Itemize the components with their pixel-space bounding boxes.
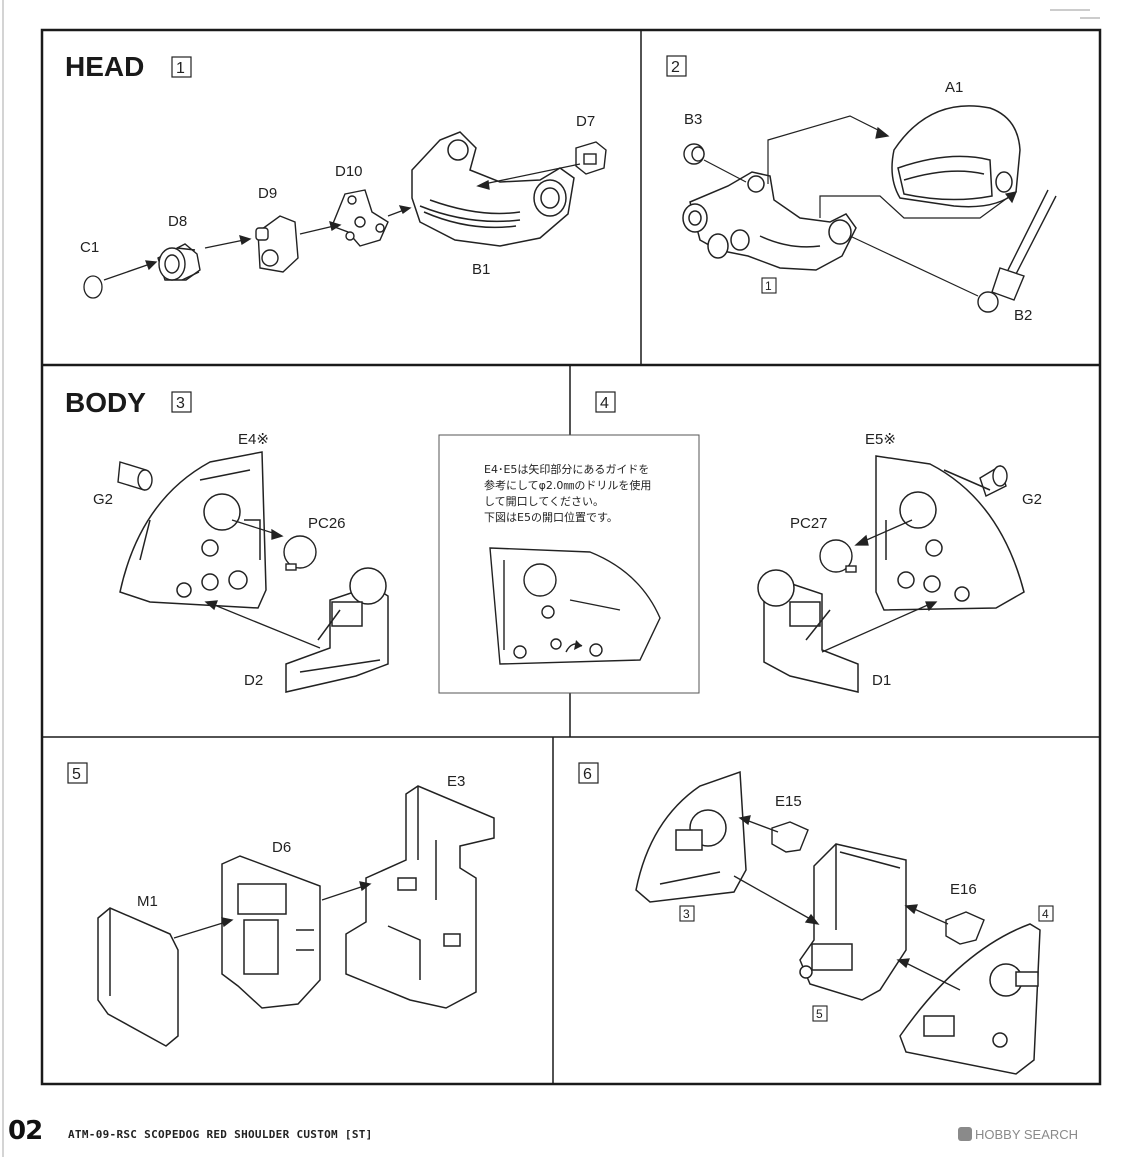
part-e5 xyxy=(875,455,1025,611)
assembly-arrows xyxy=(173,881,372,939)
label-d6: D6 xyxy=(272,839,291,856)
part-d1 xyxy=(757,569,859,693)
section-step-2: 2 B3 1 A1 xyxy=(666,55,1057,324)
part-body-right-assembly xyxy=(899,923,1041,1075)
ref-box xyxy=(679,905,695,922)
assembly-arrows xyxy=(204,519,321,649)
section-head: HEAD 1 C1 D8 D9 D10 xyxy=(65,51,607,299)
label-e5: E5※ xyxy=(865,431,896,448)
label-e16: E16 xyxy=(950,881,977,898)
section-step-4: 4 G2 E5※ PC27 D1 xyxy=(595,391,1042,693)
label-d7: D7 xyxy=(576,113,595,130)
drill-note: E4･E5は矢印部分にあるガイドを 参考にしてφ2.0㎜のドリルを使用 して開口… xyxy=(438,434,700,694)
section-body: BODY 3 G2 E4※ PC26 xyxy=(65,387,700,694)
label-d1: D1 xyxy=(872,672,891,689)
part-a1 xyxy=(891,105,1021,208)
watermark-logo-icon xyxy=(958,1127,972,1141)
step-box xyxy=(67,762,88,784)
part-b3 xyxy=(683,143,705,165)
part-pc27 xyxy=(819,539,857,573)
step-number-5: 5 xyxy=(72,766,81,783)
part-g2-left xyxy=(117,461,153,491)
part-e3 xyxy=(345,785,495,1009)
part-head-assembly xyxy=(682,171,857,271)
label-g2-left: G2 xyxy=(93,491,113,508)
step-box xyxy=(666,55,687,77)
part-body-left-assembly xyxy=(635,770,747,903)
step-box xyxy=(171,56,192,78)
section-step-6: 6 3 E15 5 E16 xyxy=(578,762,1054,1075)
ref-label-1: 1 xyxy=(765,279,772,293)
part-d9 xyxy=(255,215,299,273)
ref-label-4: 4 xyxy=(1042,907,1049,921)
watermark: HOBBY SEARCH xyxy=(958,1127,1078,1142)
label-d10: D10 xyxy=(335,163,363,180)
label-b3: B3 xyxy=(684,111,702,128)
label-m1: M1 xyxy=(137,893,158,910)
part-c1 xyxy=(83,275,103,299)
part-g2-right xyxy=(979,464,1008,497)
step-box xyxy=(171,391,192,413)
trim-marks xyxy=(1050,9,1100,19)
label-b1: B1 xyxy=(472,261,490,278)
section-title-head: HEAD xyxy=(65,51,144,82)
label-d2: D2 xyxy=(244,672,263,689)
part-pc26 xyxy=(283,535,317,571)
e5-drill-diagram xyxy=(489,547,661,665)
assembly-arrows xyxy=(103,163,581,281)
part-d8 xyxy=(157,243,201,281)
note-line-3: して開口してください。 xyxy=(484,495,604,508)
step-number-2: 2 xyxy=(671,59,680,76)
part-e15 xyxy=(771,821,809,853)
part-m1 xyxy=(97,907,179,1047)
ref-label-3: 3 xyxy=(683,907,690,921)
note-line-4: 下図はE5の開口位置です。 xyxy=(484,510,618,524)
label-d9: D9 xyxy=(258,185,277,202)
part-d6 xyxy=(221,855,321,1009)
step-box xyxy=(595,391,616,413)
assembly-arrows xyxy=(821,519,938,653)
label-pc26: PC26 xyxy=(308,515,346,532)
part-b2 xyxy=(977,189,1057,313)
label-g2-right: G2 xyxy=(1022,491,1042,508)
label-pc27: PC27 xyxy=(790,515,828,532)
assembly-arrows xyxy=(733,815,961,991)
ref-box xyxy=(812,1005,828,1022)
label-a1: A1 xyxy=(945,79,963,96)
label-e4: E4※ xyxy=(238,431,269,448)
label-e15: E15 xyxy=(775,793,802,810)
step-number-4: 4 xyxy=(600,395,609,412)
model-name: ATM-09-RSC SCOPEDOG RED SHOULDER CUSTOM … xyxy=(68,1128,373,1141)
ref-box xyxy=(1038,905,1054,922)
watermark-text: HOBBY SEARCH xyxy=(975,1127,1079,1142)
page-number: 02 xyxy=(8,1116,43,1146)
part-d2 xyxy=(285,567,389,693)
assembly-arrows xyxy=(703,115,1017,297)
label-d8: D8 xyxy=(168,213,187,230)
ref-label-5: 5 xyxy=(816,1007,823,1021)
part-e4 xyxy=(119,451,267,609)
section-title-body: BODY xyxy=(65,387,146,418)
ref-box xyxy=(761,277,777,294)
step-number-6: 6 xyxy=(583,766,592,783)
step-number-1: 1 xyxy=(176,60,185,77)
note-line-2: 参考にしてφ2.0㎜のドリルを使用 xyxy=(484,478,651,492)
drill-arrow-icon xyxy=(574,640,582,650)
step-number-3: 3 xyxy=(176,395,185,412)
note-line-1: E4･E5は矢印部分にあるガイドを xyxy=(484,462,649,476)
part-e16 xyxy=(945,911,985,945)
label-e3: E3 xyxy=(447,773,465,790)
step-box xyxy=(578,762,599,784)
label-c1: C1 xyxy=(80,239,99,256)
part-d7 xyxy=(575,141,607,175)
part-b1 xyxy=(411,131,575,247)
section-step-5: 5 M1 D6 E3 xyxy=(67,762,495,1047)
label-b2: B2 xyxy=(1014,307,1032,324)
part-d10 xyxy=(331,189,389,247)
part-core-assembly xyxy=(799,843,907,1001)
